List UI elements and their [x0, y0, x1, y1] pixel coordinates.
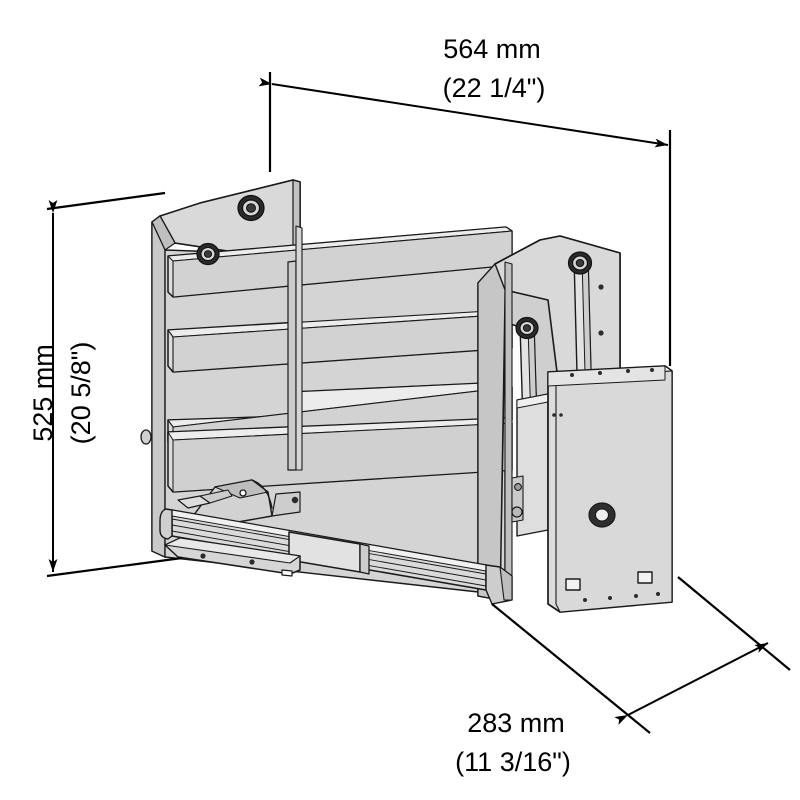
assembly-illustration — [140, 179, 673, 613]
depth-extension-far — [677, 576, 791, 671]
height-extension-bottom — [46, 556, 183, 578]
latch-detail — [177, 489, 233, 509]
bolt-boss-mid-right — [515, 316, 539, 340]
width-dimension-line — [258, 77, 669, 148]
bolt-boss-upper-right — [567, 251, 593, 275]
bolt-boss-lower-left — [196, 242, 220, 266]
height-extension-top — [46, 191, 166, 211]
depth-metric-label: 283 mm — [467, 708, 565, 738]
depth-dimension-line — [614, 642, 769, 725]
right-bottom-hinge — [485, 564, 513, 605]
lower-foot-plate — [164, 537, 301, 577]
dimension-depth — [491, 576, 791, 734]
right-bracket-holes — [598, 284, 604, 336]
left-edge-boss — [140, 429, 152, 445]
left-bracket-plate — [151, 179, 301, 558]
dimension-height — [46, 191, 183, 578]
mounting-plate — [547, 365, 673, 613]
width-imperial-label: (22 1/4") — [443, 73, 546, 103]
bolt-boss-upper-left — [237, 194, 265, 222]
height-metric-label: 525 mm — [28, 344, 58, 442]
linkage-channel — [511, 393, 549, 537]
dimension-width — [258, 72, 672, 366]
depth-imperial-label: (11 3/16") — [455, 747, 571, 777]
internal-gusset — [192, 479, 301, 523]
inner-divider — [287, 225, 303, 471]
width-metric-label: 564 mm — [443, 34, 541, 64]
slat-top — [167, 226, 513, 298]
bottom-roller-tube — [159, 508, 487, 591]
height-imperial-label: (20 5/8") — [66, 342, 96, 445]
